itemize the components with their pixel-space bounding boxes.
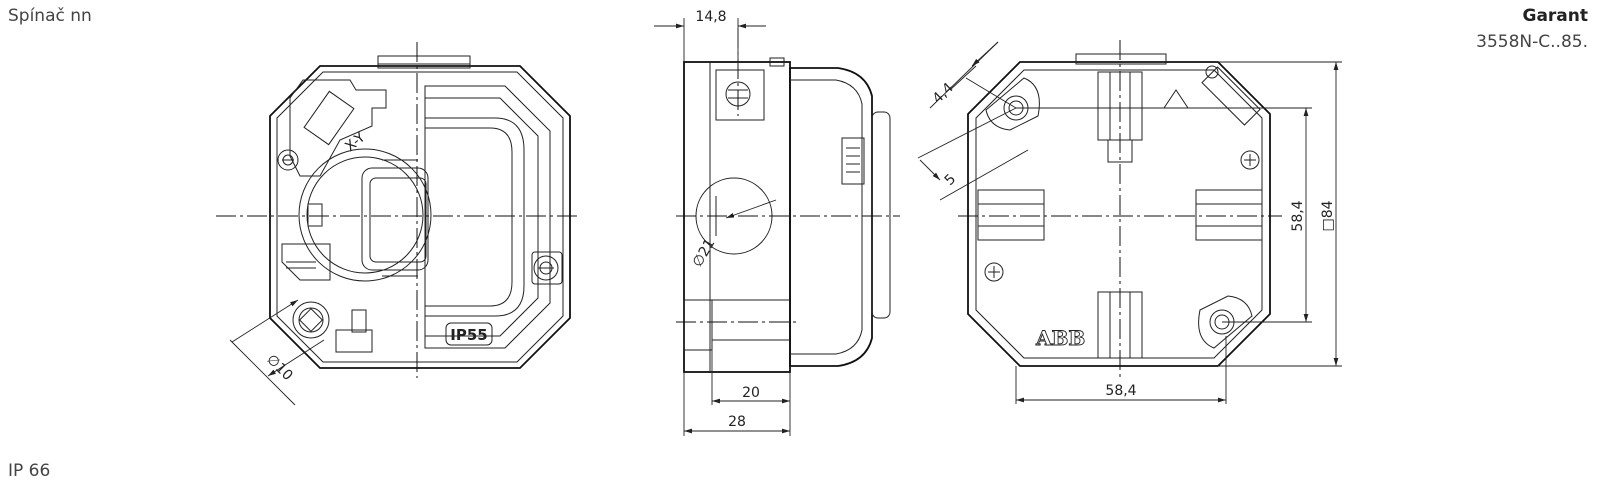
dim-5: 5 [942, 171, 960, 189]
dim-bottom-58-4: 58,4 [1105, 383, 1136, 399]
dim-right-58-4: 58,4 [1290, 200, 1306, 231]
corner-lug-bottom-right [1198, 295, 1253, 349]
front-top-tab [377, 55, 471, 69]
dim-4-4: 4,4 [930, 80, 957, 107]
dim-20: 20 [742, 385, 760, 401]
back-screw-left [984, 262, 1004, 282]
brand-name: Garant [1522, 6, 1588, 26]
knockout-right [1195, 189, 1263, 241]
back-inner-outline [975, 69, 1263, 359]
dim-28: 28 [728, 414, 746, 430]
side-latch [841, 137, 865, 185]
front-latch [307, 203, 323, 227]
front-cable-clamp [303, 90, 355, 146]
back-terminal [1201, 66, 1261, 126]
back-top-tab [1075, 53, 1167, 65]
corner-lug-top-left [985, 77, 1040, 131]
ip-marking-box [445, 322, 493, 346]
knockout-left [977, 189, 1045, 241]
side-cover [789, 67, 873, 367]
front-right-frame [424, 85, 551, 349]
dim-14-8: 14,8 [695, 9, 726, 25]
front-right-frame-inner [424, 97, 539, 337]
side-body [683, 61, 791, 373]
side-terminal [715, 69, 765, 121]
front-outline [269, 65, 571, 369]
back-screw-right [1240, 150, 1260, 170]
front-rocker [361, 167, 429, 271]
back-view: ABB 4,4 5 58,4 58,4 □84 [917, 40, 1342, 404]
product-code: 3558N-C..85. [1476, 32, 1588, 52]
protection-rating: IP 66 [8, 461, 51, 481]
front-lower-lug [335, 329, 373, 353]
entry-diameter: ∅21 [690, 236, 719, 270]
side-rocker [871, 111, 891, 319]
ip-marking: IP55 [450, 326, 487, 344]
front-view: IP55 X-Y ∅10 [216, 42, 578, 406]
front-inner-rim [276, 71, 564, 363]
side-bottom-lug [683, 299, 713, 351]
mounting-hole [292, 301, 330, 339]
hole-diameter: ∅10 [263, 352, 296, 385]
front-ring-inner [306, 156, 424, 274]
screw-top-left [277, 149, 299, 171]
front-right-opening [425, 117, 525, 317]
abb-logo: ABB [1035, 326, 1085, 350]
front-left-housing [289, 79, 387, 177]
front-ring-outer [298, 148, 432, 282]
screw-bottom-right [533, 255, 559, 281]
dim-right-84: □84 [1320, 200, 1336, 231]
warning-symbol [1163, 89, 1189, 109]
product-type-label: Spínač nn [8, 6, 92, 26]
xy-marking: X-Y [342, 129, 369, 155]
side-view: ∅21 14,8 20 28 [654, 9, 900, 436]
